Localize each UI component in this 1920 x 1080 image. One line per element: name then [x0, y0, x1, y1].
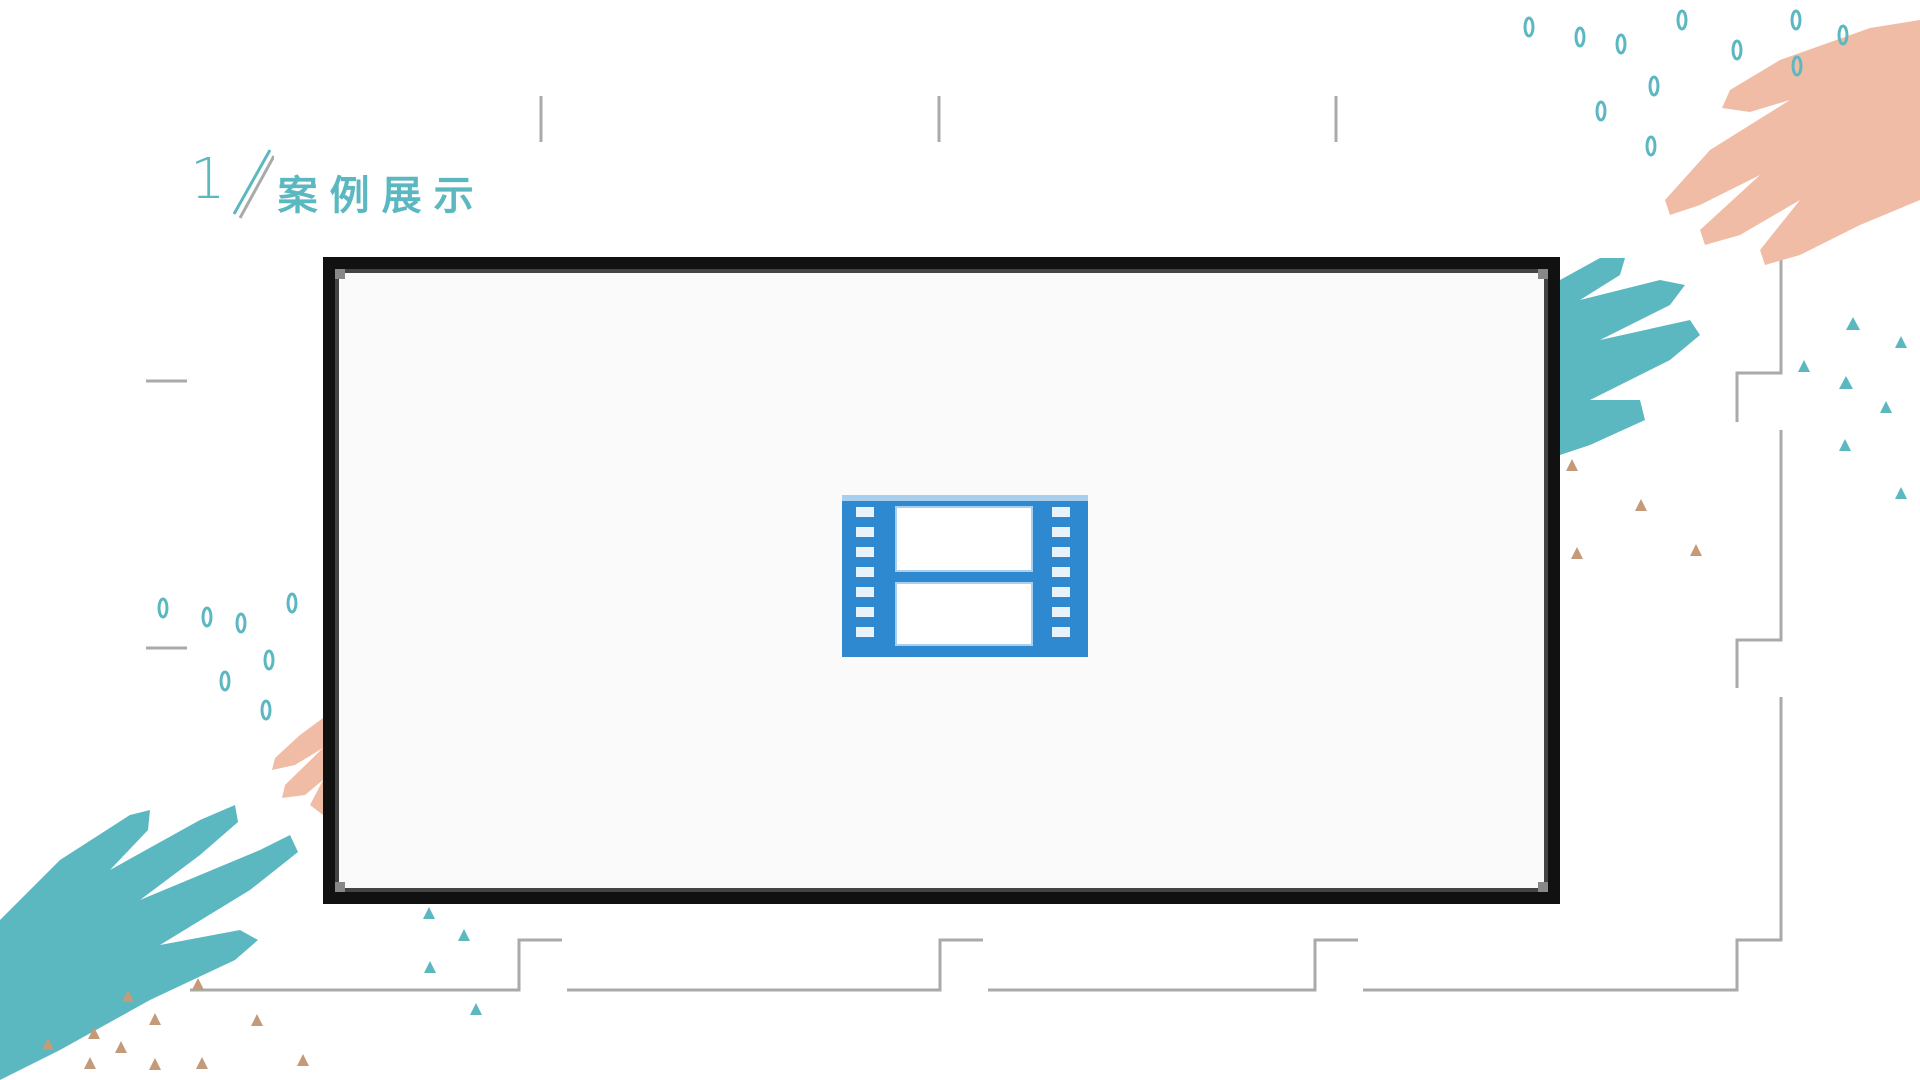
right-stepped-line — [1735, 250, 1783, 688]
teal-triangles-right — [1798, 317, 1907, 499]
brown-triangles-right — [1566, 459, 1702, 559]
double-slash-icon — [232, 149, 274, 219]
teal-droplets-top-right — [1523, 9, 1849, 157]
film-icon[interactable] — [840, 493, 1090, 659]
frame-corner — [335, 269, 345, 279]
bottom-stepped-line — [190, 697, 1783, 992]
frame-corner — [335, 882, 345, 892]
teal-hand-top-right — [1560, 258, 1700, 455]
teal-droplets-left — [157, 592, 298, 721]
frame-corner — [1538, 882, 1548, 892]
teal-hand-bottom-left — [0, 805, 298, 1080]
left-ticks — [146, 379, 187, 650]
peach-hand-bottom-left — [272, 718, 323, 815]
peach-hand-top-right — [1665, 20, 1920, 265]
section-number: 1 — [190, 147, 226, 212]
top-ticks — [539, 96, 1338, 142]
teal-triangles-bottom-left — [423, 907, 482, 1015]
frame-corner — [1538, 269, 1548, 279]
brown-triangles-bottom-left — [42, 978, 309, 1070]
section-label: 案例展示 — [277, 173, 486, 219]
video-placeholder[interactable] — [323, 257, 1560, 904]
section-title: 1 案例展示 — [190, 140, 486, 220]
